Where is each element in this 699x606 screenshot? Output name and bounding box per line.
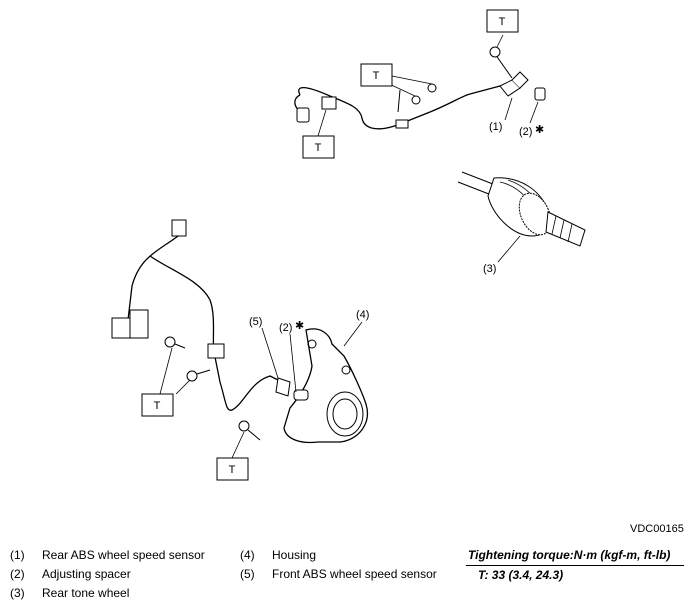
torque-box-label: T [154, 400, 161, 412]
torque-box-5 [216, 457, 249, 481]
legend-text: Housing [272, 548, 317, 562]
legend-number: (1) [10, 548, 25, 562]
rear-sensor-harness [294, 34, 546, 137]
legend-number: (3) [10, 586, 25, 600]
exploded-view-diagram: T T T T T (1) (2) ✱ (3) (4) (5) (2) ✱ [111, 9, 586, 481]
legend-text: Rear ABS wheel speed sensor [42, 548, 205, 562]
torque-box-3 [302, 135, 335, 159]
legend-item: (1) Rear ABS wheel speed sensor [10, 546, 205, 565]
callout-2-spacer-front: (2) [279, 322, 292, 334]
legend-number: (5) [240, 567, 255, 581]
callout-2-spacer-top: (2) [519, 126, 532, 138]
torque-box-label: T [373, 70, 380, 82]
legend-text: Rear tone wheel [42, 586, 130, 600]
legend-number: (4) [240, 548, 255, 562]
torque-box-label: T [315, 142, 322, 154]
torque-box-1 [486, 9, 519, 33]
torque-spec-box: Tightening torque:N·m (kgf-m, ft-lb) T: … [466, 546, 684, 585]
callout-5-front-sensor: (5) [249, 316, 262, 328]
torque-box-2 [360, 63, 393, 87]
legend-column-1: (1) Rear ABS wheel speed sensor (2) Adju… [10, 546, 205, 603]
asterisk-mark: ✱ [295, 320, 304, 332]
callout-4-housing: (4) [356, 309, 369, 321]
front-sensor-harness [111, 219, 283, 459]
figure-code: VDC00165 [630, 523, 684, 535]
legend-column-2: (4) Housing (5) Front ABS wheel speed se… [240, 546, 437, 584]
legend-text: Front ABS wheel speed sensor [272, 567, 437, 581]
legend-number: (2) [10, 567, 25, 581]
torque-box-label: T [499, 16, 506, 28]
legend-item: (5) Front ABS wheel speed sensor [240, 565, 437, 584]
housing-knuckle [261, 321, 368, 444]
torque-box-label: T [229, 464, 236, 476]
callout-3-tone-wheel: (3) [483, 263, 496, 275]
legend-text: Adjusting spacer [42, 567, 131, 581]
legend-item: (3) Rear tone wheel [10, 584, 205, 603]
torque-box-4 [141, 393, 174, 417]
callout-1-rear-sensor: (1) [489, 121, 502, 133]
torque-header: Tightening torque:N·m (kgf-m, ft-lb) [466, 546, 684, 566]
legend-item: (4) Housing [240, 546, 437, 565]
legend-item: (2) Adjusting spacer [10, 565, 205, 584]
asterisk-mark: ✱ [535, 124, 544, 136]
torque-value: T: 33 (3.4, 24.3) [478, 568, 564, 582]
rear-tone-wheel-shaft [457, 171, 586, 263]
